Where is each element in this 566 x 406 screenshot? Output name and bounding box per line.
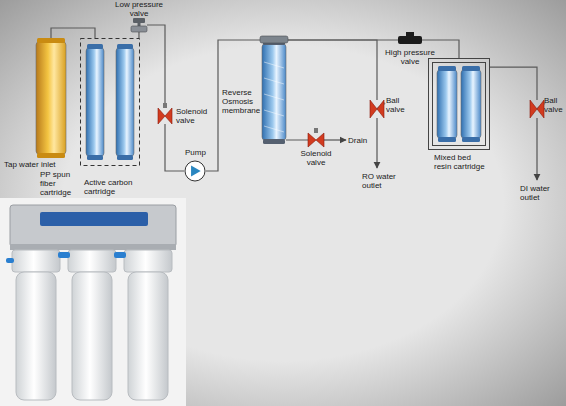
valve-body: [370, 100, 384, 118]
component-label: Solenoid valve: [296, 149, 336, 167]
hpvalve-shape: [398, 34, 422, 46]
valve-body: [158, 108, 172, 124]
membrane-wrap: [264, 62, 284, 68]
valve-body: [131, 26, 147, 32]
carbon-cartridge-group: Active carbon cartridge: [80, 38, 140, 166]
low-pressure-valve: Low pressure valve: [131, 18, 147, 32]
pipe-line: [138, 32, 139, 38]
component-label: Pump: [185, 148, 225, 157]
cartridge-cap: [462, 66, 480, 71]
solenoid-valve: Solenoid valve: [158, 108, 172, 124]
pp-cartridge: PP spun fiber cartridge: [36, 38, 66, 158]
pump-circle: [185, 161, 205, 181]
ro-outlet-arrow: [376, 118, 377, 168]
lpvalve-shape: [131, 18, 147, 32]
cartridge-cap: [87, 44, 103, 49]
cartridge-cap: [462, 137, 480, 142]
ball-valve: Ball valve: [530, 100, 544, 118]
cartridge-cap: [117, 155, 133, 160]
ro-shape: [262, 36, 286, 144]
display-panel: [40, 212, 148, 226]
product-photo: [0, 198, 186, 406]
ballvalve-shape: [530, 100, 544, 118]
pump-symbol: Pump: [184, 160, 206, 182]
valve-stem: [138, 23, 141, 26]
tap-handles: [6, 252, 126, 263]
pipe-line: [51, 28, 95, 38]
component-label: Low pressure valve: [113, 0, 165, 18]
membrane-wrap: [264, 110, 284, 116]
pipe-line: [286, 139, 308, 140]
membrane-wrap: [264, 94, 284, 100]
cartridge-cap: [87, 155, 103, 160]
carbon-shape: [80, 38, 140, 166]
dashed-outline: [81, 39, 140, 166]
outlet-label: DI water outlet: [520, 184, 560, 202]
cartridge-cap: [37, 38, 65, 43]
cartridge-cap: [263, 139, 285, 144]
cartridge-body: [437, 70, 457, 138]
control-unit: [10, 205, 176, 247]
cartridge-body: [86, 48, 104, 156]
pipe-line: [286, 39, 398, 40]
cartridge-cap: [438, 66, 456, 71]
component-label: Active carbon cartridge: [84, 178, 140, 196]
mixed-bed-cartridge: Mixed bed resin cartridge: [428, 58, 490, 150]
pump-shape: [184, 160, 206, 182]
inner-frame: [433, 63, 486, 146]
solenoid-valve: Solenoid valve: [308, 133, 324, 147]
solenoid-shape: [308, 133, 324, 147]
valve-body: [530, 100, 544, 118]
component-label: Solenoid valve: [176, 107, 216, 125]
photo-background: [0, 198, 186, 406]
drain-arrow: [324, 139, 346, 140]
actuator: [163, 103, 167, 108]
membrane-wrap: [264, 126, 284, 132]
solenoid-shape: [158, 108, 172, 124]
ball-valve: Ball valve: [370, 100, 384, 118]
pipe-line: [286, 40, 377, 100]
drain-label: Drain: [348, 136, 388, 145]
filter-housings: [12, 250, 172, 400]
mount-bar: [10, 244, 176, 250]
valve-body: [308, 133, 324, 147]
component-label: Ball valve: [544, 96, 566, 114]
high-pressure-valve: High pressure valve: [398, 34, 422, 46]
inlet-label: Tap water inlet: [4, 160, 74, 169]
cartridge-body: [262, 44, 286, 140]
membrane-cap: [260, 36, 288, 43]
pump-arrow: [191, 166, 201, 177]
di-outlet-arrow: [536, 118, 537, 180]
component-label: Reverse Osmosis membrane: [222, 88, 262, 115]
component-label: Mixed bed resin cartridge: [434, 153, 488, 171]
actuator: [314, 128, 318, 133]
membrane-wrap: [264, 78, 284, 84]
component-label: PP spun fiber cartridge: [40, 170, 80, 197]
outer-frame: [429, 59, 490, 150]
cartridge-body: [116, 48, 134, 156]
ballvalve-shape: [370, 100, 384, 118]
cartridge-cap: [438, 137, 456, 142]
valve-top: [406, 32, 414, 36]
pipe-line: [490, 67, 537, 100]
valve-body: [398, 36, 422, 44]
pipe-line: [165, 124, 184, 171]
ro-membrane: Reverse Osmosis membrane: [262, 36, 286, 144]
outlet-label: RO water outlet: [362, 172, 402, 190]
cartridge-body: [461, 70, 481, 138]
valve-handwheel: [133, 18, 145, 23]
pipe-line: [206, 40, 262, 171]
pipe-line: [147, 25, 165, 108]
cartridge-cap: [117, 44, 133, 49]
component-label: Ball valve: [386, 96, 412, 114]
pp-shape: [36, 38, 66, 158]
cartridge-body: [36, 42, 66, 154]
cartridge-cap: [37, 153, 65, 158]
mixbed-shape: [428, 58, 490, 150]
